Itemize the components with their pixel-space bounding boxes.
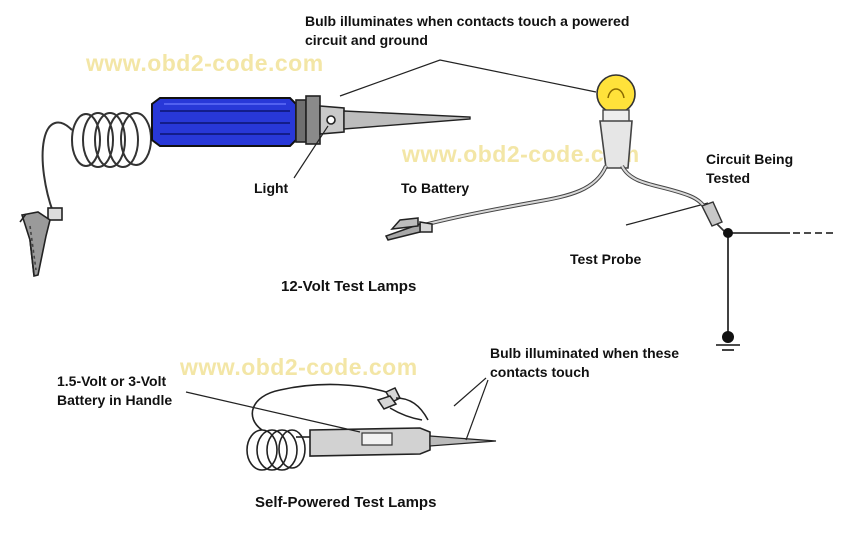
self-powered-test-lamp [246,383,497,471]
circuit-being-tested [716,232,834,351]
leader-lines-bottom [185,377,489,441]
probe-tip [343,110,471,130]
twelve-volt-test-lamp [19,95,471,277]
bulb-assembly [419,74,727,234]
test-probe-label: Test Probe [570,251,642,267]
to-battery-label: To Battery [401,180,470,196]
light-label: Light [254,180,289,196]
alligator-clip-left [19,207,63,277]
circuit-label-line1: Circuit Being [706,151,794,167]
coiled-wire [41,112,157,213]
contacts-label-line1: Bulb illuminated when these [490,345,680,361]
self-powered-clip [376,387,429,421]
circuit-label-line2: Tested [706,170,751,186]
watermark-middle: www.obd2-code.com [402,141,640,167]
battery-label-line1: 1.5-Volt or 3-Volt [57,373,167,389]
watermark-bottom: www.obd2-code.com [180,354,418,380]
self-powered-title: Self-Powered Test Lamps [255,494,437,511]
contacts-label-line2: contacts touch [490,364,590,380]
bulb-top-label-line2: circuit and ground [305,32,428,48]
alligator-clip-battery [384,217,433,241]
blue-handle [151,97,297,147]
self-powered-coil [246,383,387,471]
battery-label-line2: Battery in Handle [57,392,173,408]
bulb-top-label-line1: Bulb illuminates when contacts touch a p… [305,13,630,29]
leader-lines-top [293,59,709,226]
twelve-volt-title: 12-Volt Test Lamps [281,278,417,295]
handle-neck [295,95,345,145]
watermark-top: www.obd2-code.com [86,50,324,76]
